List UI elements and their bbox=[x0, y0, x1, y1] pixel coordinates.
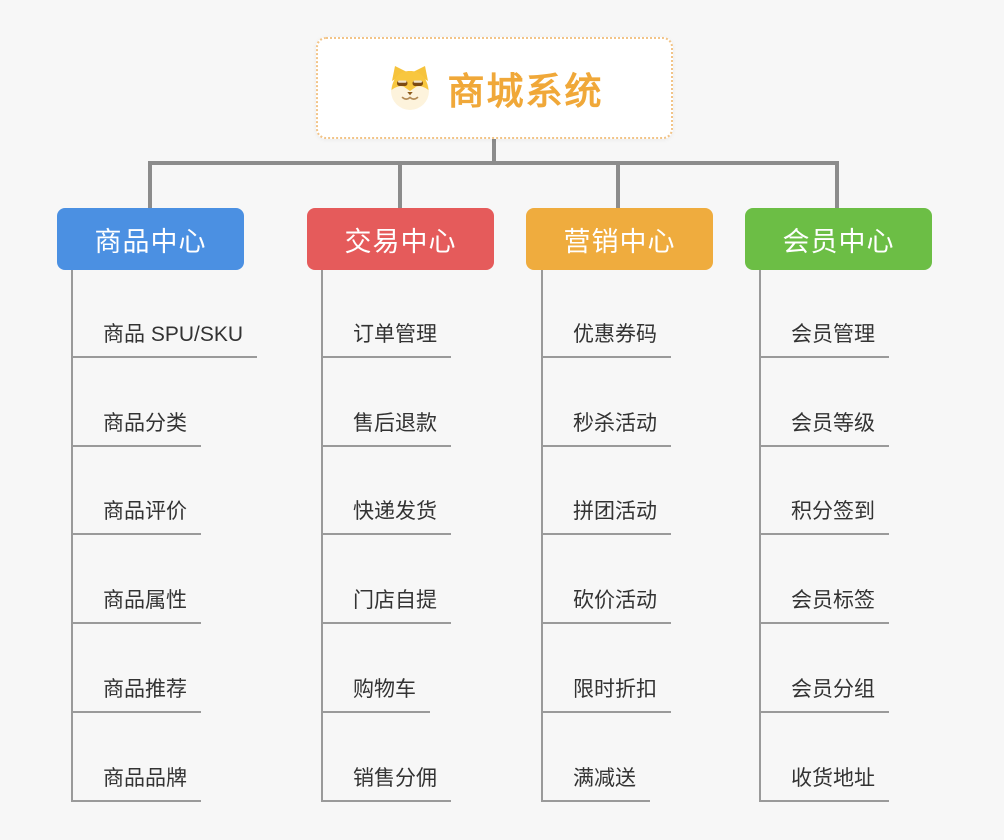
leaf-item[interactable]: 订单管理 bbox=[323, 322, 451, 358]
connector-branch-stub bbox=[835, 163, 839, 208]
connector-branch-stub bbox=[148, 163, 152, 208]
leaf-item[interactable]: 会员等级 bbox=[761, 411, 889, 447]
leaf-item[interactable]: 会员管理 bbox=[761, 322, 889, 358]
leaf-item[interactable]: 拼团活动 bbox=[543, 499, 671, 535]
connector-bus-line bbox=[148, 161, 839, 165]
branch-node-member-center[interactable]: 会员中心 bbox=[745, 208, 932, 270]
leaf-item[interactable]: 砍价活动 bbox=[543, 588, 671, 624]
branch-children-product-center: 商品 SPU/SKU 商品分类 商品评价 商品属性 商品推荐 商品品牌 bbox=[71, 270, 316, 802]
leaf-item[interactable]: 限时折扣 bbox=[543, 677, 671, 713]
leaf-item[interactable]: 会员分组 bbox=[761, 677, 889, 713]
leaf-item[interactable]: 收货地址 bbox=[761, 766, 889, 802]
leaf-item[interactable]: 商品分类 bbox=[73, 411, 201, 447]
branch-node-product-center[interactable]: 商品中心 bbox=[57, 208, 244, 270]
root-title: 商城系统 bbox=[447, 71, 604, 112]
leaf-item[interactable]: 快递发货 bbox=[323, 499, 451, 535]
branch-children-member-center: 会员管理 会员等级 积分签到 会员标签 会员分组 收货地址 bbox=[759, 270, 1004, 802]
branch-children-trade-center: 订单管理 售后退款 快递发货 门店自提 购物车 销售分佣 bbox=[321, 270, 566, 802]
connector-branch-stub bbox=[398, 163, 402, 208]
connector-branch-stub bbox=[616, 163, 620, 208]
leaf-item[interactable]: 积分签到 bbox=[761, 499, 889, 535]
leaf-item[interactable]: 门店自提 bbox=[323, 588, 451, 624]
leaf-item[interactable]: 商品评价 bbox=[73, 499, 201, 535]
connector-root-stub bbox=[492, 139, 496, 165]
leaf-item[interactable]: 满减送 bbox=[543, 766, 650, 802]
branch-node-marketing-center[interactable]: 营销中心 bbox=[526, 208, 713, 270]
leaf-item[interactable]: 优惠券码 bbox=[543, 322, 671, 358]
leaf-item[interactable]: 商品 SPU/SKU bbox=[73, 322, 258, 358]
leaf-item[interactable]: 商品属性 bbox=[73, 588, 201, 624]
leaf-item[interactable]: 销售分佣 bbox=[323, 766, 451, 802]
branch-children-marketing-center: 优惠券码 秒杀活动 拼团活动 砍价活动 限时折扣 满减送 bbox=[541, 270, 786, 802]
root-node[interactable]: 商城系统 bbox=[316, 37, 673, 139]
leaf-item[interactable]: 会员标签 bbox=[761, 588, 889, 624]
leaf-item[interactable]: 秒杀活动 bbox=[543, 411, 671, 447]
leaf-item[interactable]: 商品推荐 bbox=[73, 677, 201, 713]
leaf-item[interactable]: 购物车 bbox=[323, 677, 430, 713]
leaf-item[interactable]: 售后退款 bbox=[323, 411, 451, 447]
shiba-dog-icon bbox=[390, 66, 429, 110]
branch-node-trade-center[interactable]: 交易中心 bbox=[307, 208, 494, 270]
leaf-item[interactable]: 商品品牌 bbox=[73, 766, 201, 802]
